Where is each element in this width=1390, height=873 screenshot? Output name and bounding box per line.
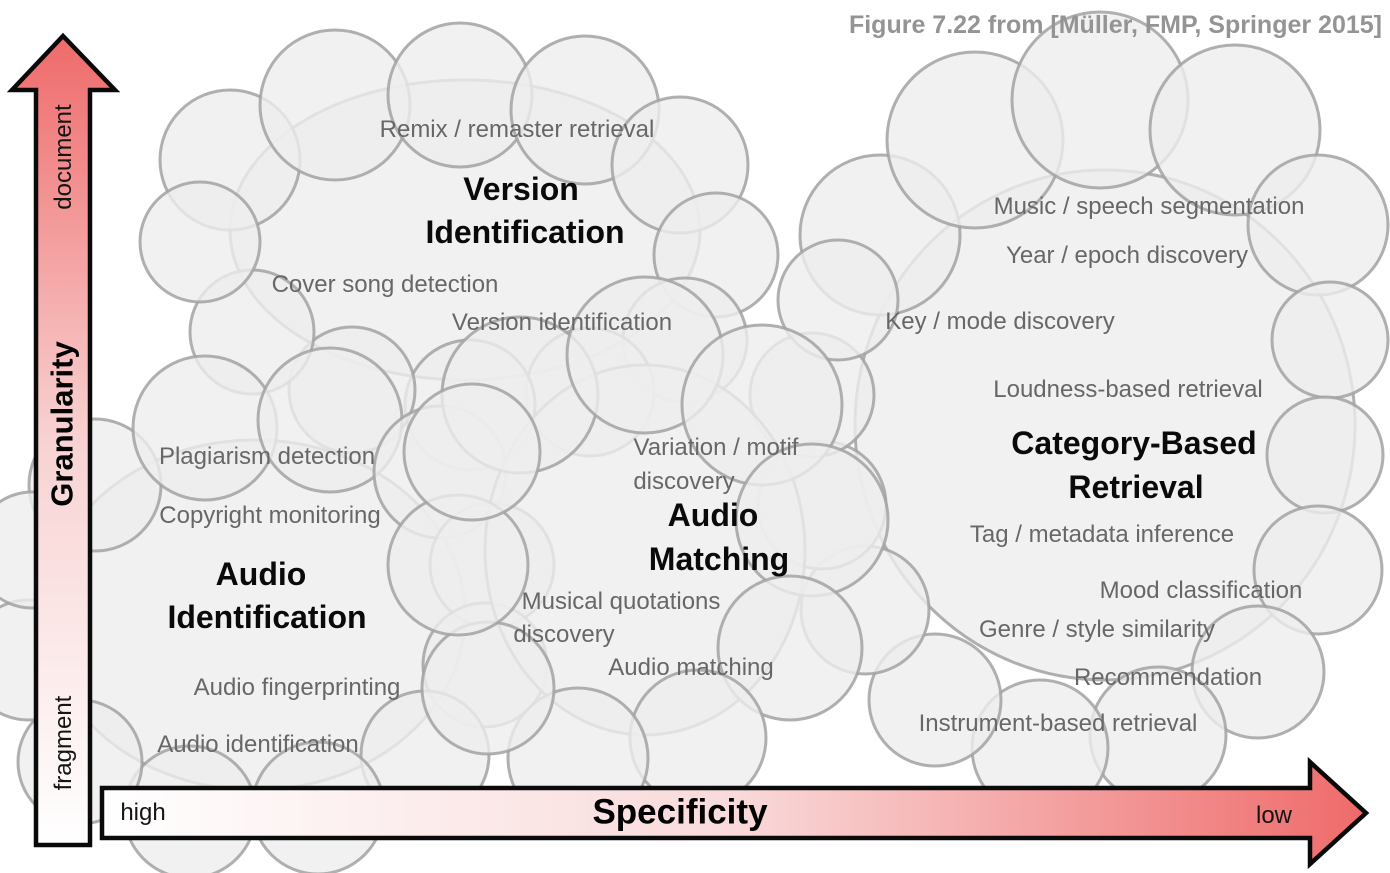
item-variation-motif-discovery-line-1: Variation / motif [633,434,799,461]
horizontal-axis-right-end-label: low [1255,802,1293,829]
item-version-identification: Version identification [451,309,673,336]
item-audio-identification: Audio identification [157,731,359,758]
version-identification-heading-line-1: Version [463,171,579,207]
item-mood-classification: Mood classification [1099,577,1303,604]
item-audio-matching: Audio matching [608,654,774,681]
specificity-axis-label: Specificity [592,792,768,832]
item-musical-quotations-discovery-line-2: discovery [513,621,615,648]
figure-caption: Figure 7.22 from [Müller, FMP, Springer … [848,11,1382,39]
vertical-axis-top-end-label: document [50,104,77,210]
vertical-axis-bottom-end-label: fragment [50,695,77,791]
horizontal-axis-left-end-label: high [120,799,166,826]
granularity-axis-label: Granularity [44,341,80,507]
item-key-mode-discovery: Key / mode discovery [885,308,1115,335]
item-instrument-based-retrieval: Instrument-based retrieval [918,710,1198,737]
item-cover-song-detection: Cover song detection [271,271,499,298]
item-genre-style-similarity: Genre / style similarity [978,616,1216,643]
item-audio-fingerprinting: Audio fingerprinting [193,674,401,701]
item-music-speech-segmentation: Music / speech segmentation [993,193,1305,220]
audio-identification-heading-line-1: Audio [215,556,307,592]
item-year-epoch-discovery: Year / epoch discovery [1006,242,1248,269]
item-musical-quotations-discovery-line-1: Musical quotations [521,588,721,615]
granularity-axis-arrow [6,32,121,848]
item-variation-motif-discovery-line-2: discovery [633,468,735,495]
category-based-retrieval-heading-line-1: Category-Based [1011,425,1257,461]
audio-identification-heading-line-2: Identification [167,599,367,635]
audio-matching-heading-line-2: Matching [648,541,790,577]
cloud-audio-matching [386,275,890,830]
item-loudness-based-retrieval: Loudness-based retrieval [993,376,1263,403]
audio-matching-heading-line-1: Audio [667,497,759,533]
item-tag-metadata-inference: Tag / metadata inference [969,521,1235,548]
item-remix-remaster-retrieval: Remix / remaster retrieval [379,116,655,143]
version-identification-heading-line-2: Identification [425,214,625,250]
category-based-retrieval-heading-line-2: Retrieval [1068,469,1204,505]
item-recommendation: Recommendation [1073,664,1263,691]
specificity-axis-arrow [99,756,1370,870]
item-plagiarism-detection: Plagiarism detection [158,443,376,470]
item-copyright-monitoring: Copyright monitoring [159,502,381,529]
